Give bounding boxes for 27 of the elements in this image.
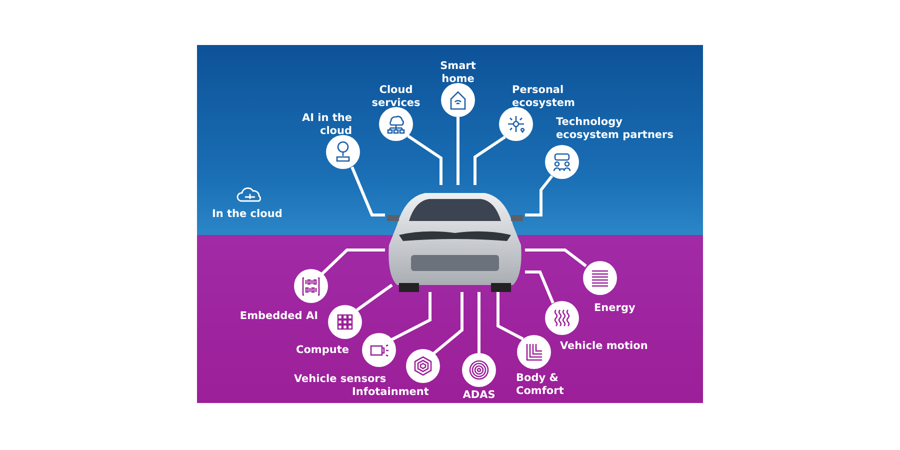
section-label: In the cloud bbox=[212, 208, 282, 221]
node-label: Body & Comfort bbox=[516, 372, 565, 398]
node-label: Infotainment bbox=[352, 386, 430, 399]
connector-line bbox=[456, 117, 460, 185]
connector-line bbox=[320, 248, 385, 276]
node-label: Compute bbox=[296, 344, 350, 357]
node-label: Personal ecosystem bbox=[512, 84, 576, 110]
node-label: AI in the cloud bbox=[300, 112, 352, 138]
connector-line bbox=[474, 136, 506, 185]
connector-line bbox=[356, 284, 393, 312]
connector-line bbox=[496, 292, 524, 340]
connector-line bbox=[525, 175, 554, 216]
node-label: Vehicle motion bbox=[560, 340, 649, 353]
connector-line bbox=[407, 134, 442, 185]
node-label: Vehicle sensors bbox=[294, 373, 388, 386]
connector-line bbox=[525, 248, 587, 268]
node-label: Energy bbox=[594, 302, 636, 315]
connector-line bbox=[390, 292, 432, 342]
node-label: Cloud services bbox=[370, 84, 422, 110]
connector-line bbox=[432, 292, 464, 356]
node-label: Embedded AI bbox=[238, 310, 318, 323]
connector-line bbox=[525, 270, 554, 304]
node-label: ADAS bbox=[462, 389, 496, 402]
connector-line bbox=[350, 166, 385, 216]
connector-line bbox=[478, 292, 480, 353]
node-label: Technology ecosystem partners bbox=[556, 116, 674, 142]
node-label: Smart home bbox=[439, 60, 477, 86]
